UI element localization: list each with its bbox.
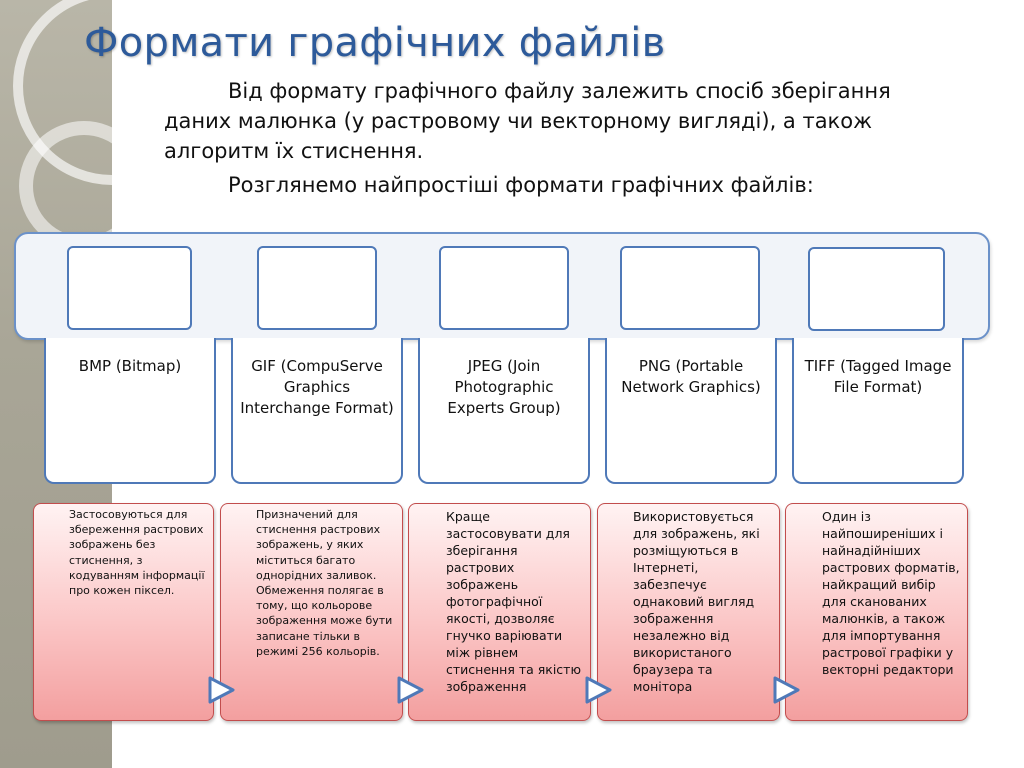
image-slot-tiff xyxy=(808,247,945,331)
format-name: PNG (Portable Network Graphics) xyxy=(621,357,761,396)
description-text-gif: Призначений для стиснення растрових зобр… xyxy=(256,508,393,658)
right-arrow-icon xyxy=(397,676,424,704)
right-arrow-icon xyxy=(585,676,612,704)
format-box-jpeg: JPEG (Join Photographic Experts Group) xyxy=(418,338,590,484)
intro-paragraph-2: Розглянемо найпростіші формати графічних… xyxy=(228,173,814,197)
format-box-tiff: TIFF (Tagged Image File Format) xyxy=(792,338,964,484)
image-slot-png xyxy=(620,246,760,330)
description-text-jpeg: Краще застосовувати для зберігання растр… xyxy=(446,509,581,694)
intro-paragraph-1: Від формату графічного файлу залежить сп… xyxy=(164,79,891,163)
format-name: TIFF (Tagged Image File Format) xyxy=(804,357,952,396)
description-text-tiff: Один із найпоширеніших і найнадійніших р… xyxy=(822,509,960,677)
intro-text: Від формату графічного файлу залежить сп… xyxy=(164,76,924,200)
image-slot-gif xyxy=(257,246,377,330)
description-text-bmp: Застосовуються для збереження растрових … xyxy=(69,508,205,598)
format-name: BMP (Bitmap) xyxy=(78,357,182,375)
description-box-bmp xyxy=(33,503,214,721)
image-slot-jpeg xyxy=(439,246,569,330)
right-arrow-icon xyxy=(208,676,235,704)
format-box-gif: GIF (CompuServe Graphics Interchange For… xyxy=(231,338,403,484)
description-box-jpeg xyxy=(408,503,591,721)
page-title: Формати графічних файлів xyxy=(84,20,666,66)
image-slot-bmp xyxy=(67,246,192,330)
description-text-png: Використовується для зображень, які розм… xyxy=(633,509,760,694)
format-name: JPEG (Join Photographic Experts Group) xyxy=(447,357,561,417)
description-box-png xyxy=(597,503,780,721)
format-name: GIF (CompuServe Graphics Interchange For… xyxy=(240,357,394,417)
format-box-png: PNG (Portable Network Graphics) xyxy=(605,338,777,484)
description-box-gif xyxy=(220,503,403,721)
format-box-bmp: BMP (Bitmap) xyxy=(44,338,216,484)
right-arrow-icon xyxy=(773,676,800,704)
description-box-tiff xyxy=(785,503,968,721)
